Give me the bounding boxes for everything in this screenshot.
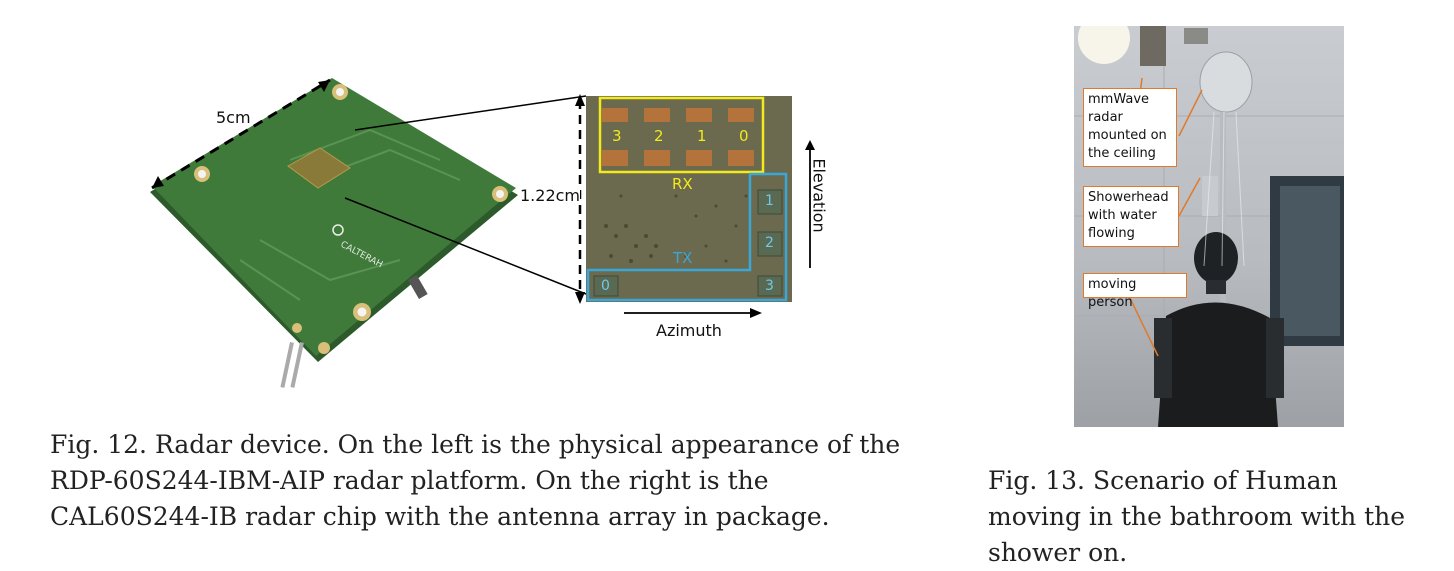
rx-number: 3 [612,127,622,145]
board-width-label: 5cm [216,108,251,127]
fig13-caption: Fig. 13. Scenario of Human moving in the… [988,466,1406,567]
chip-diagram [586,96,792,302]
chip-size-label: 1.22cm [520,186,581,205]
rx-number: 1 [697,127,707,145]
bathroom-scene [1074,26,1344,427]
tx-label: TX [673,249,693,267]
chip-antenna-layout [586,96,788,302]
fig12-caption: Fig. 12. Radar device. On the left is th… [50,430,901,531]
annotation-person: moving person [1083,273,1187,310]
radar-board-figure: CALTERAH [140,70,600,400]
tx-number: 0 [601,278,610,294]
annotation-showerhead: Showerhead with water flowing [1083,186,1179,247]
tx-number: 1 [765,193,774,209]
tx-number: 2 [765,235,774,251]
radar-board-illustration: CALTERAH [150,78,587,388]
rx-label: RX [672,175,693,193]
annotation-radar: mmWave radar mounted on the ceiling [1083,88,1177,167]
elevation-label: Elevation [809,158,829,233]
elevation-arrow [805,140,815,268]
rx-number: 0 [739,127,749,145]
rx-number: 2 [654,127,664,145]
tx-number: 3 [765,278,774,294]
azimuth-label: Azimuth [656,321,722,340]
azimuth-arrow [624,308,762,318]
